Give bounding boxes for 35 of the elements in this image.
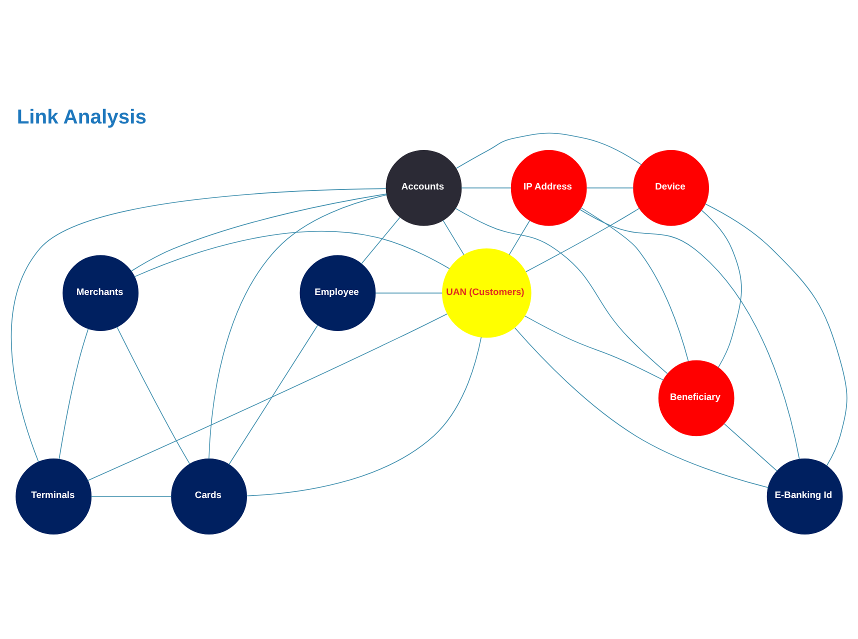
connector bbox=[116, 326, 190, 464]
connector bbox=[526, 208, 640, 272]
connector bbox=[90, 496, 172, 497]
connector bbox=[524, 316, 664, 380]
connector bbox=[442, 220, 464, 256]
connector bbox=[456, 132, 642, 169]
node-circle: IP Address bbox=[510, 150, 587, 226]
connector bbox=[246, 336, 482, 496]
connector bbox=[361, 216, 400, 264]
node-circle: Terminals bbox=[16, 458, 92, 534]
node-circle: Cards bbox=[171, 458, 247, 534]
connector bbox=[580, 207, 689, 362]
node-circle: Merchants bbox=[62, 255, 139, 332]
connector bbox=[208, 194, 388, 460]
node-circle: Beneficiary bbox=[658, 360, 734, 436]
diagram-title: Link Analysis bbox=[16, 106, 147, 128]
connector bbox=[704, 203, 848, 466]
node-circle: Employee bbox=[300, 255, 376, 332]
node-circle: Accounts bbox=[386, 150, 462, 226]
connector bbox=[58, 328, 89, 460]
connector bbox=[375, 292, 443, 294]
node-circle: UAN (Customers) bbox=[442, 248, 532, 338]
connector bbox=[508, 220, 530, 256]
connector bbox=[724, 423, 778, 472]
node-circle: Device bbox=[633, 150, 709, 226]
connector bbox=[228, 324, 318, 465]
node-circle: E-Banking Id bbox=[766, 458, 843, 534]
connector bbox=[514, 327, 769, 488]
connector bbox=[701, 210, 742, 368]
connector bbox=[10, 188, 386, 462]
connector bbox=[455, 208, 668, 374]
connector bbox=[87, 313, 448, 481]
connector bbox=[580, 209, 800, 460]
connector bbox=[134, 231, 450, 278]
connector bbox=[131, 194, 388, 272]
